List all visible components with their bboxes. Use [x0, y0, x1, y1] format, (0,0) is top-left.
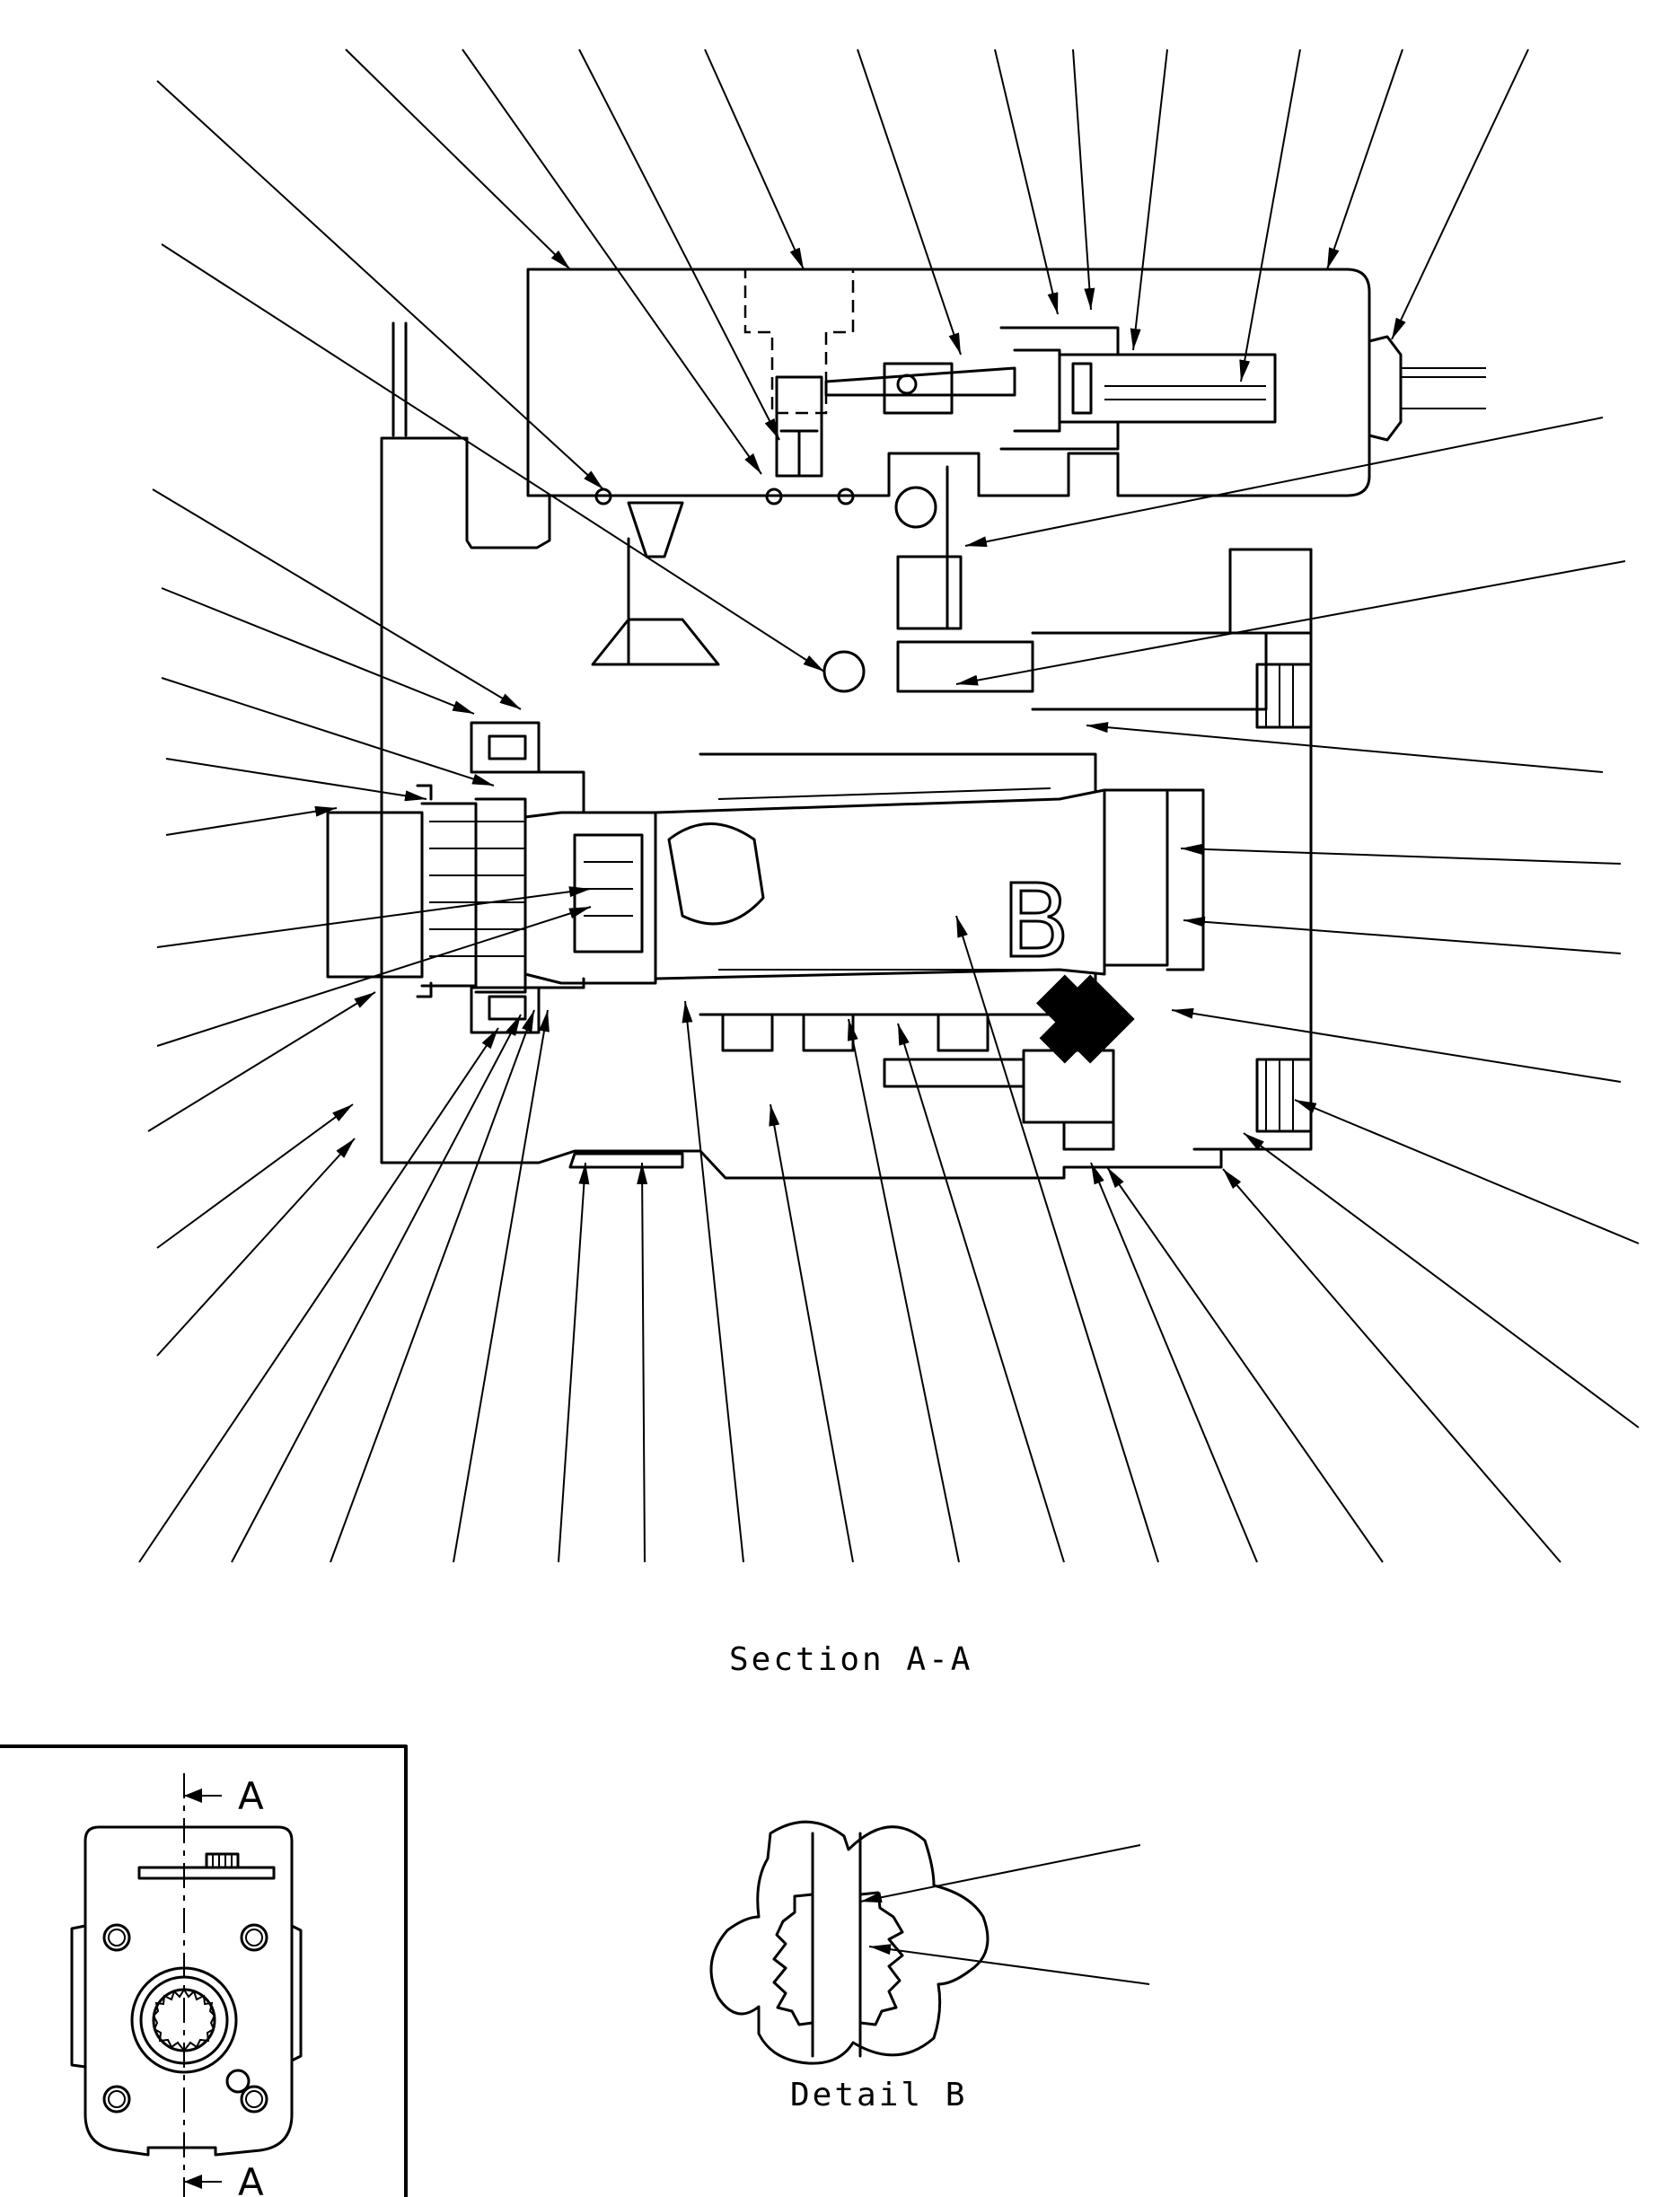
cut-marker-top-label: A — [238, 1774, 264, 1818]
detail-title: Detail B — [790, 2077, 967, 2114]
cut-marker-bottom-label: A — [238, 2160, 264, 2197]
section-body — [326, 268, 1486, 1180]
view-direction-arrow — [1036, 974, 1135, 1064]
leader-lines — [138, 48, 1640, 1563]
detail-b-view: Detail B — [709, 1820, 1150, 2114]
section-title: Section A-A — [729, 1641, 972, 1678]
detail-callout-letter: B — [1001, 864, 1070, 980]
external-view-frame: A A — [0, 1744, 408, 2197]
